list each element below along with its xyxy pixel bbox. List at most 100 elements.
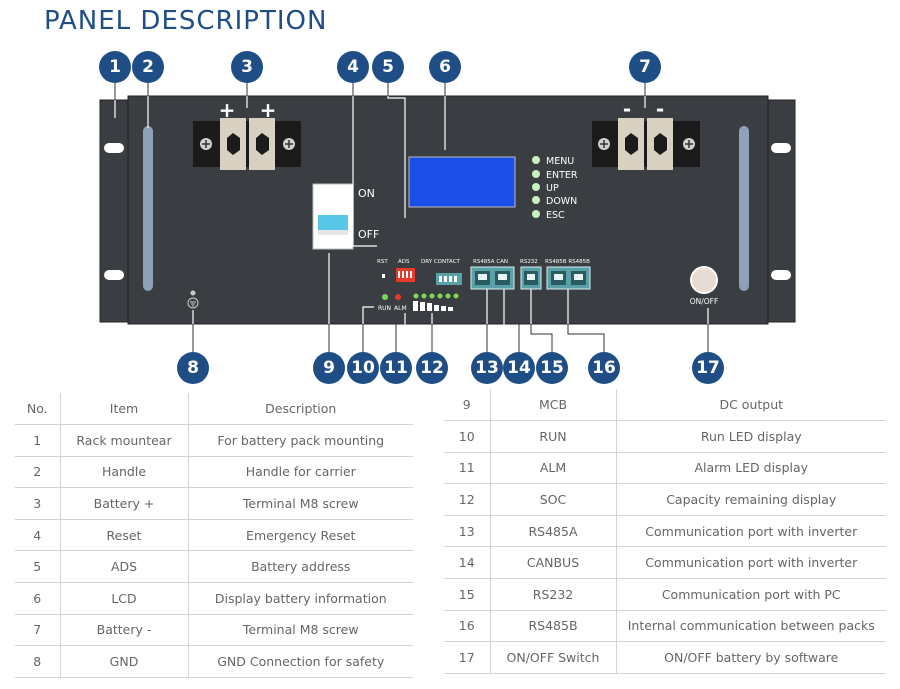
- badge-14: 14: [503, 352, 535, 384]
- badge-10: 10: [347, 352, 379, 384]
- row-description: Communication port with inverter: [616, 515, 886, 548]
- mount-hole-icon: [771, 270, 791, 280]
- menu-buttons[interactable]: [532, 156, 540, 218]
- row-item: RS485A: [490, 515, 617, 548]
- rack-ear-left: [99, 99, 131, 323]
- mcb-breaker[interactable]: [312, 183, 354, 250]
- row-item: GND: [60, 645, 189, 678]
- badge-7: 7: [629, 51, 661, 83]
- row-no: 1: [15, 424, 61, 457]
- row-no: 13: [444, 515, 491, 548]
- rack-ear-right: [764, 99, 796, 323]
- row-no: 10: [444, 420, 491, 453]
- badge-9: 9: [313, 352, 345, 384]
- row-item: RS485B: [490, 610, 617, 643]
- rs485a-can-ports[interactable]: [470, 266, 515, 290]
- alm-label: ALM: [394, 305, 407, 312]
- row-description: Handle for carrier: [188, 456, 413, 489]
- onoff-label: ON/OFF: [690, 297, 719, 306]
- rs232-port[interactable]: [520, 266, 542, 290]
- row-item: SOC: [490, 483, 617, 516]
- ground-screw: [190, 290, 196, 296]
- esc-button-label: ESC: [546, 210, 565, 221]
- minus-label: -: [623, 97, 631, 121]
- panel-diagram: + + - - ON OFF MENU ENTER UP DOWN ESC RS…: [99, 82, 796, 352]
- page-title: PANEL DESCRIPTION: [44, 6, 328, 36]
- row-item: Rack mountear: [60, 424, 189, 457]
- ads-dip-switch: [396, 268, 415, 282]
- row-description: Terminal M8 screw: [188, 614, 413, 647]
- row-description: Capacity remaining display: [616, 483, 886, 516]
- badge-11: 11: [380, 352, 412, 384]
- rs232-label: RS232: [520, 259, 538, 265]
- row-no: 9: [444, 389, 491, 422]
- breaker-on-label: ON: [358, 187, 375, 200]
- row-item: Reset: [60, 519, 189, 552]
- minus-label: -: [656, 97, 664, 121]
- row-description: Display battery information: [188, 582, 413, 615]
- row-no: 11: [444, 452, 491, 485]
- row-item: RS232: [490, 578, 617, 611]
- run-label: RUN: [378, 305, 391, 312]
- row-description: Communication port with PC: [616, 578, 886, 611]
- row-item: MCB: [490, 389, 617, 422]
- down-button-label: DOWN: [546, 196, 577, 207]
- badge-3: 3: [231, 51, 263, 83]
- up-button-label: UP: [546, 183, 559, 194]
- row-no: 12: [444, 483, 491, 516]
- reset-button: [382, 274, 385, 278]
- dry-contact-label: DRY CONTACT: [421, 259, 461, 265]
- rs485b-ports[interactable]: [546, 266, 591, 290]
- soc-leds: [413, 293, 459, 299]
- mount-hole-icon: [771, 143, 791, 153]
- row-description: Communication port with inverter: [616, 546, 886, 580]
- row-description: Alarm LED display: [616, 452, 886, 485]
- row-description: DC output: [616, 389, 886, 422]
- plus-label: +: [260, 98, 277, 122]
- badge-8: 8: [177, 352, 209, 384]
- row-no: 16: [444, 610, 491, 643]
- down-button-led: [532, 196, 540, 204]
- row-description: GND Connection for safety: [188, 645, 413, 678]
- ads-label: ADS: [398, 259, 410, 265]
- row-no: 5: [15, 550, 61, 584]
- negative-terminal-block: [592, 118, 700, 170]
- handle-left: [143, 126, 153, 291]
- breaker-off-label: OFF: [358, 228, 379, 241]
- row-item: ADS: [60, 550, 189, 584]
- menu-button-led: [532, 156, 540, 164]
- row-no: 2: [15, 456, 61, 489]
- row-description: ON/OFF battery by software: [616, 641, 886, 674]
- rs485b-label: RS485B RS485B: [545, 259, 590, 265]
- row-no: 15: [444, 578, 491, 611]
- badge-5: 5: [372, 51, 404, 83]
- menu-button-label: MENU: [546, 156, 574, 167]
- row-item: Battery +: [60, 487, 189, 520]
- run-led: [382, 294, 388, 300]
- dry-contact-terminal: [436, 273, 462, 285]
- row-no: 14: [444, 546, 491, 580]
- row-description: Emergency Reset: [188, 519, 413, 552]
- enter-button-label: ENTER: [546, 170, 578, 181]
- soc-bar-icon: [413, 301, 453, 311]
- row-no: 4: [15, 519, 61, 552]
- row-no: 3: [15, 487, 61, 520]
- badge-6: 6: [429, 51, 461, 83]
- row-item: Handle: [60, 456, 189, 489]
- badge-12: 12: [416, 352, 448, 384]
- header-description: Description: [188, 393, 413, 426]
- badge-17: 17: [692, 352, 724, 384]
- badge-2: 2: [132, 51, 164, 83]
- esc-button-led: [532, 210, 540, 218]
- alm-led: [395, 294, 401, 300]
